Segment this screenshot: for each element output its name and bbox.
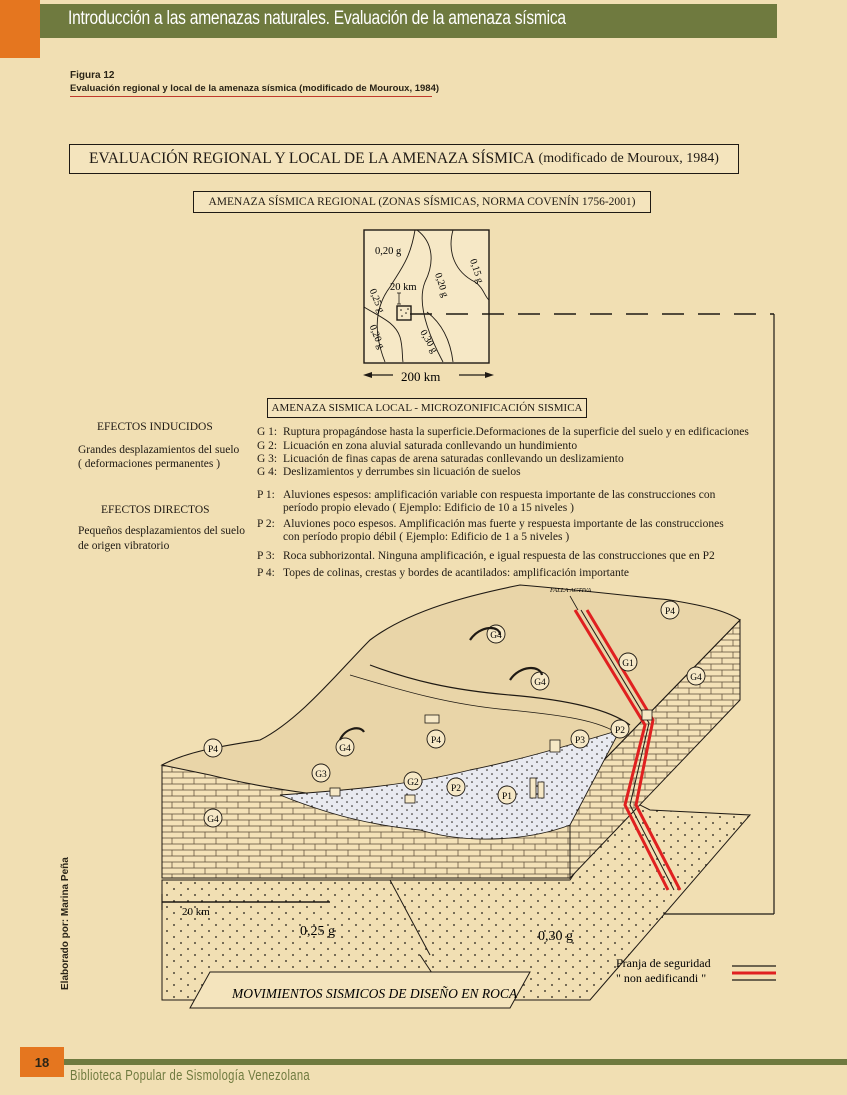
header-accent-tab — [0, 0, 40, 58]
marker-circle: G4 — [530, 671, 550, 691]
marker-circle: G4 — [486, 624, 506, 644]
marker-circle: G4 — [203, 808, 223, 828]
base-label-box — [189, 971, 531, 1009]
marker-circle: G4 — [335, 737, 355, 757]
g-item-text: Deslizamientos y derrumbes sin licuación… — [283, 466, 521, 478]
contour-line — [416, 229, 444, 363]
base-label: MOVIMIENTOS SISMICOS DE DISEÑO EN ROCA — [231, 986, 518, 1001]
direct-effects-desc: de origen vibratorio — [78, 540, 170, 552]
svg-text:P3: P3 — [575, 736, 585, 746]
figure-label: Figura 12 — [70, 70, 115, 81]
p-item-text: período propio elevado ( Ejemplo: Edific… — [283, 502, 574, 514]
buildings — [329, 709, 653, 804]
p-item-text: Aluviones poco espesos. Amplificación ma… — [283, 518, 724, 530]
page-header-title: Introducción a las amenazas naturales. E… — [68, 8, 566, 29]
p-item-code: P 3: — [257, 550, 275, 562]
g-item-text: Licuación de finas capas de arena satura… — [283, 453, 624, 465]
footer-title: Biblioteca Popular de Sismología Venezol… — [70, 1067, 310, 1084]
g-item-code: G 2: — [257, 440, 278, 452]
marker-circle: P2 — [446, 777, 466, 797]
map-scale-large: 200 km — [401, 369, 440, 384]
svg-text:G4: G4 — [490, 631, 502, 641]
map-scale-small: 20 km — [390, 282, 417, 293]
zone-left-label: 0,25 g — [300, 924, 335, 939]
study-area-square — [396, 305, 412, 321]
p-item-code: P 1: — [257, 489, 275, 501]
legend-text-2: " non aedificandi " — [616, 971, 706, 985]
fault-label: FALLA ACTIVA — [549, 587, 591, 594]
svg-text:P2: P2 — [615, 726, 625, 736]
legend-text-1: Franja de seguridad — [616, 956, 711, 970]
marker-circle: G2 — [403, 771, 423, 791]
footer-bar — [60, 1059, 847, 1065]
svg-text:P4: P4 — [431, 736, 441, 746]
svg-text:P4: P4 — [665, 607, 675, 617]
marker-circle: P4 — [203, 738, 223, 758]
svg-text:P1: P1 — [502, 792, 512, 802]
induced-effects-desc: ( deformaciones permanentes ) — [78, 458, 221, 470]
svg-text:G1: G1 — [622, 659, 634, 669]
marker-circle: P1 — [497, 785, 517, 805]
map-frame — [363, 229, 490, 364]
page-number: 18 — [20, 1047, 64, 1077]
regional-hazard-map: 0,20 g 0,25 g 0,20 g 0,20 g 0,15 g 0,30 … — [363, 229, 494, 384]
header-bar — [0, 4, 777, 38]
direct-effects-heading: EFECTOS DIRECTOS — [101, 504, 210, 516]
credit-text: Elaborado por: Marina Peña — [60, 857, 71, 990]
marker-circle: P3 — [570, 729, 590, 749]
induced-effects-heading: EFECTOS INDUCIDOS — [97, 421, 213, 433]
g-item-code: G 4: — [257, 466, 278, 478]
marker-circle: P4 — [426, 729, 446, 749]
svg-text:P4: P4 — [208, 745, 218, 755]
induced-effects-desc: Grandes desplazamientos del suelo — [78, 444, 240, 456]
p-item-code: P 4: — [257, 567, 275, 579]
svg-text:G2: G2 — [407, 778, 419, 788]
zone-right-label: 0,30 g — [538, 929, 573, 944]
g-item-text: Licuación en zona aluvial saturada conll… — [283, 440, 578, 452]
contour-line — [376, 229, 416, 363]
g-item-text: Ruptura propagándose hasta la superficie… — [283, 426, 749, 438]
contour-line — [363, 306, 404, 363]
marker-circle: P4 — [660, 600, 680, 620]
block-scale: 20 km — [182, 906, 210, 918]
main-title-note: (modificado de Mouroux, 1984) — [538, 151, 719, 166]
p-item-text: con período propio débil ( Ejemplo: Edif… — [283, 531, 570, 543]
p-item-text: Roca subhorizontal. Ninguna amplificació… — [283, 550, 715, 562]
svg-text:G3: G3 — [315, 770, 327, 780]
p-item-code: P 2: — [257, 518, 275, 530]
marker-circle: P2 — [610, 719, 630, 739]
slide-arrows — [338, 627, 544, 741]
active-fault-red — [573, 609, 670, 891]
svg-text:G4: G4 — [534, 678, 546, 688]
river — [369, 664, 631, 726]
regional-hazard-title: AMENAZA SÍSMICA REGIONAL (ZONAS SÍSMICAS… — [193, 191, 651, 213]
p-item-text: Aluviones espesos: amplificación variabl… — [283, 489, 716, 501]
marker-circle: G4 — [686, 666, 706, 686]
caption-underline — [70, 96, 432, 97]
g-item-code: G 1: — [257, 426, 278, 438]
svg-text:G4: G4 — [690, 673, 702, 683]
block-diagram: MOVIMIENTOS SISMICOS DE DISEÑO EN ROCA F… — [160, 584, 776, 1009]
svg-text:P2: P2 — [451, 784, 461, 794]
map-contour-label: 0,20 g — [375, 246, 402, 257]
svg-text:G4: G4 — [207, 815, 219, 825]
main-title-text: EVALUACIÓN REGIONAL Y LOCAL DE LA AMENAZ… — [89, 150, 535, 167]
marker-circle: G3 — [311, 763, 331, 783]
marker-circle: G1 — [618, 652, 638, 672]
direct-effects-desc: Pequeños desplazamientos del suelo — [78, 525, 246, 537]
local-hazard-title: AMENAZA SISMICA LOCAL - MICROZONIFICACIÓ… — [267, 398, 587, 418]
g-item-code: G 3: — [257, 453, 278, 465]
svg-text:G4: G4 — [339, 744, 351, 754]
contour-line — [450, 229, 490, 301]
figure-caption: Evaluación regional y local de la amenaz… — [70, 83, 440, 94]
diagram-main-title: EVALUACIÓN REGIONAL Y LOCAL DE LA AMENAZ… — [69, 144, 739, 174]
p-item-text: Topes de colinas, crestas y bordes de ac… — [283, 567, 629, 579]
